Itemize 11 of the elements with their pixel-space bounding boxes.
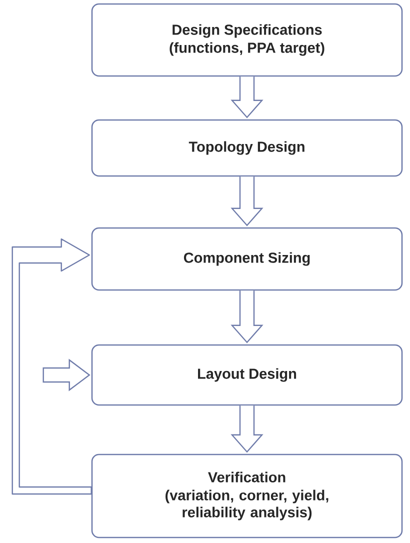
- process-box: Layout Design: [91, 344, 403, 406]
- hollow-arrow: [230, 405, 264, 453]
- hollow-arrow: [230, 290, 264, 344]
- process-box: Component Sizing: [91, 227, 403, 291]
- process-box: Verification (variation, corner, yield, reliability analysis): [91, 454, 403, 538]
- process-box: Topology Design: [91, 119, 403, 177]
- hollow-arrow: [12, 238, 92, 495]
- hollow-arrow: [42, 358, 90, 392]
- hollow-arrow: [230, 76, 264, 118]
- process-box: Design Specifications (functions, PPA target): [91, 3, 403, 77]
- hollow-arrow: [230, 176, 264, 226]
